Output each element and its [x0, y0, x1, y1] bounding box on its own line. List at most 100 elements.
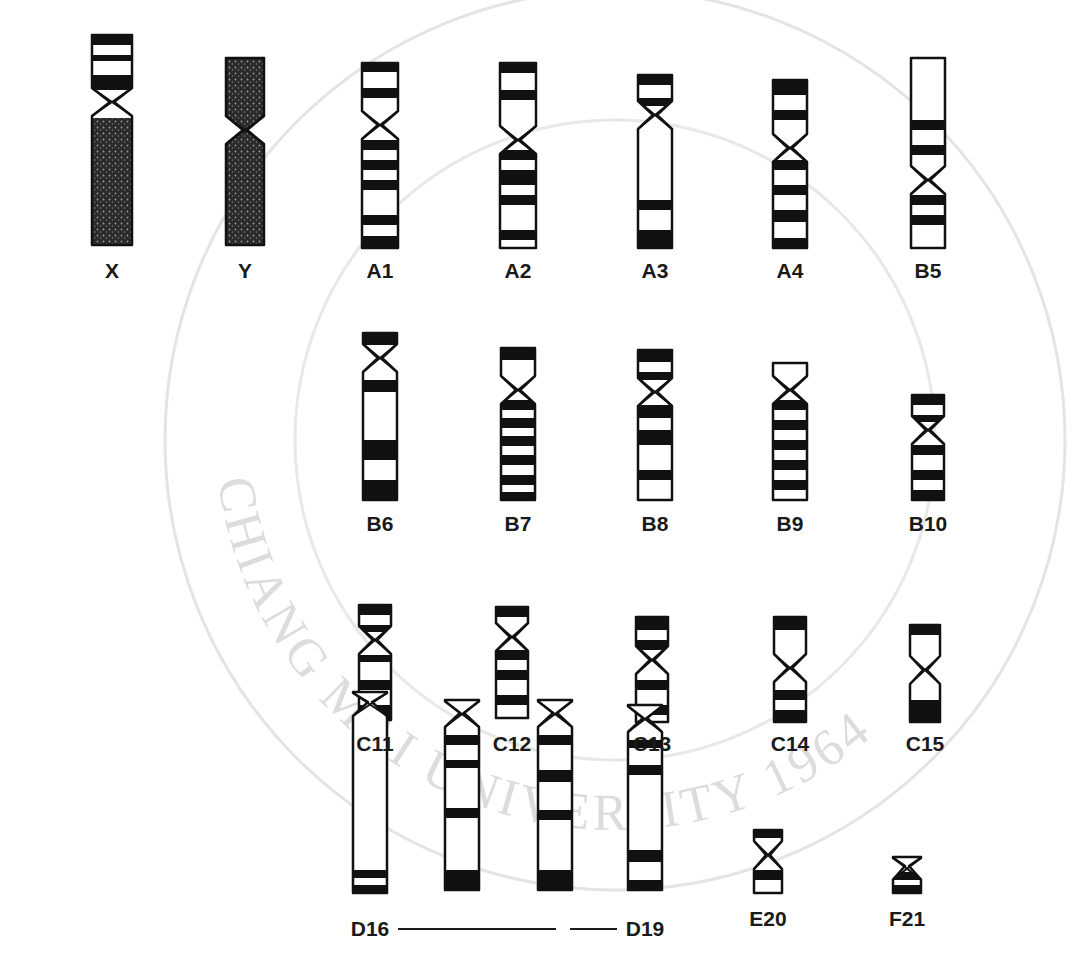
chromosome-outline — [445, 700, 479, 890]
centromere-line — [912, 416, 944, 444]
band-group — [774, 617, 806, 722]
dark-band — [638, 405, 672, 418]
centromere-line — [363, 344, 397, 372]
dark-band — [912, 445, 944, 455]
dark-band — [911, 120, 945, 130]
chromosome-label: A3 — [642, 260, 669, 281]
dark-band — [911, 145, 945, 155]
chromosome — [773, 80, 807, 248]
centromere-line — [496, 623, 528, 651]
band-group — [911, 120, 945, 225]
dark-band — [363, 440, 397, 460]
centromere-line — [445, 701, 479, 727]
chromosome — [92, 35, 132, 245]
band-group — [628, 740, 662, 890]
chromosome-outline — [226, 58, 264, 245]
chromosome-body — [353, 692, 387, 893]
chromosome-body — [445, 700, 479, 890]
dark-band — [911, 215, 945, 225]
centromere-line — [500, 126, 536, 154]
chromosome-outline — [638, 75, 672, 248]
dark-band — [359, 605, 391, 615]
chromosome-body — [773, 363, 807, 500]
chromosome — [638, 75, 672, 248]
centromere-line — [636, 646, 668, 674]
centromere-line — [92, 88, 132, 116]
chromosome-body — [910, 625, 940, 722]
dark-band — [773, 110, 807, 120]
dark-band — [628, 765, 662, 775]
centromere-line — [362, 111, 398, 139]
dark-band — [638, 470, 672, 480]
dark-band — [538, 770, 572, 782]
centromere-line — [638, 101, 672, 129]
band-group — [754, 830, 782, 880]
centromere-line — [893, 858, 921, 880]
centromere-line — [226, 116, 264, 144]
centromere-line — [92, 88, 132, 116]
centromere-line — [911, 166, 945, 194]
dark-band — [774, 690, 806, 700]
chromosome-outline — [893, 857, 921, 893]
chromosome-body — [638, 75, 672, 248]
dark-band — [500, 150, 536, 160]
chromosome-label: B8 — [642, 513, 669, 534]
chromosome-label: A4 — [777, 260, 804, 281]
chromosome-body — [774, 617, 806, 722]
dark-band — [92, 75, 132, 90]
band-group — [501, 348, 535, 500]
chromosome-outline — [92, 35, 132, 245]
centromere-line — [359, 626, 391, 654]
band-group — [496, 607, 528, 705]
dark-band — [773, 460, 807, 470]
dark-band — [773, 80, 807, 95]
centromere-line — [774, 654, 806, 682]
dark-band — [92, 35, 132, 45]
dark-band — [501, 455, 535, 465]
centromere-line — [754, 841, 782, 869]
chromosome-label: Y — [238, 260, 252, 281]
centromere-line — [773, 134, 807, 162]
chromosome-outline — [496, 607, 528, 718]
chromosome — [910, 625, 940, 722]
chromosome-outline — [912, 395, 944, 500]
dark-band — [500, 170, 536, 185]
chromosome — [893, 857, 921, 893]
chromosome-outline — [638, 350, 672, 500]
chromosome-label: D19 — [626, 918, 665, 939]
band-group — [353, 870, 387, 893]
chromosome-outline — [773, 363, 807, 500]
chromosome — [538, 700, 572, 890]
chromosome-body — [92, 35, 132, 245]
dark-band — [500, 90, 536, 100]
chromosome-label: B7 — [505, 513, 532, 534]
chromosome — [911, 58, 945, 248]
chromosome-label: A1 — [367, 260, 394, 281]
chromosome-body — [638, 350, 672, 500]
band-group — [910, 625, 940, 722]
chromosome — [445, 700, 479, 890]
band-group — [359, 605, 391, 720]
dark-band — [362, 236, 398, 248]
chromosome — [501, 348, 535, 500]
centromere-line — [628, 706, 662, 732]
chromosome-body — [362, 63, 398, 248]
chromosome-body — [496, 607, 528, 718]
dark-band — [445, 735, 479, 745]
chromosome-outline — [500, 63, 536, 248]
centromere-line — [754, 841, 782, 869]
centromere-line — [773, 376, 807, 404]
band-group — [638, 350, 672, 480]
dark-band — [910, 700, 940, 722]
chromosome-label: D16 — [351, 918, 390, 939]
chromosome — [754, 830, 782, 893]
dark-band — [774, 710, 806, 722]
centromere-line — [445, 701, 479, 727]
dark-band — [638, 75, 672, 85]
dark-band — [501, 436, 535, 446]
chromosome-body — [773, 80, 807, 248]
dark-band — [538, 810, 572, 820]
dark-band — [774, 617, 806, 630]
centromere-line — [226, 116, 264, 144]
dark-band — [636, 617, 668, 630]
